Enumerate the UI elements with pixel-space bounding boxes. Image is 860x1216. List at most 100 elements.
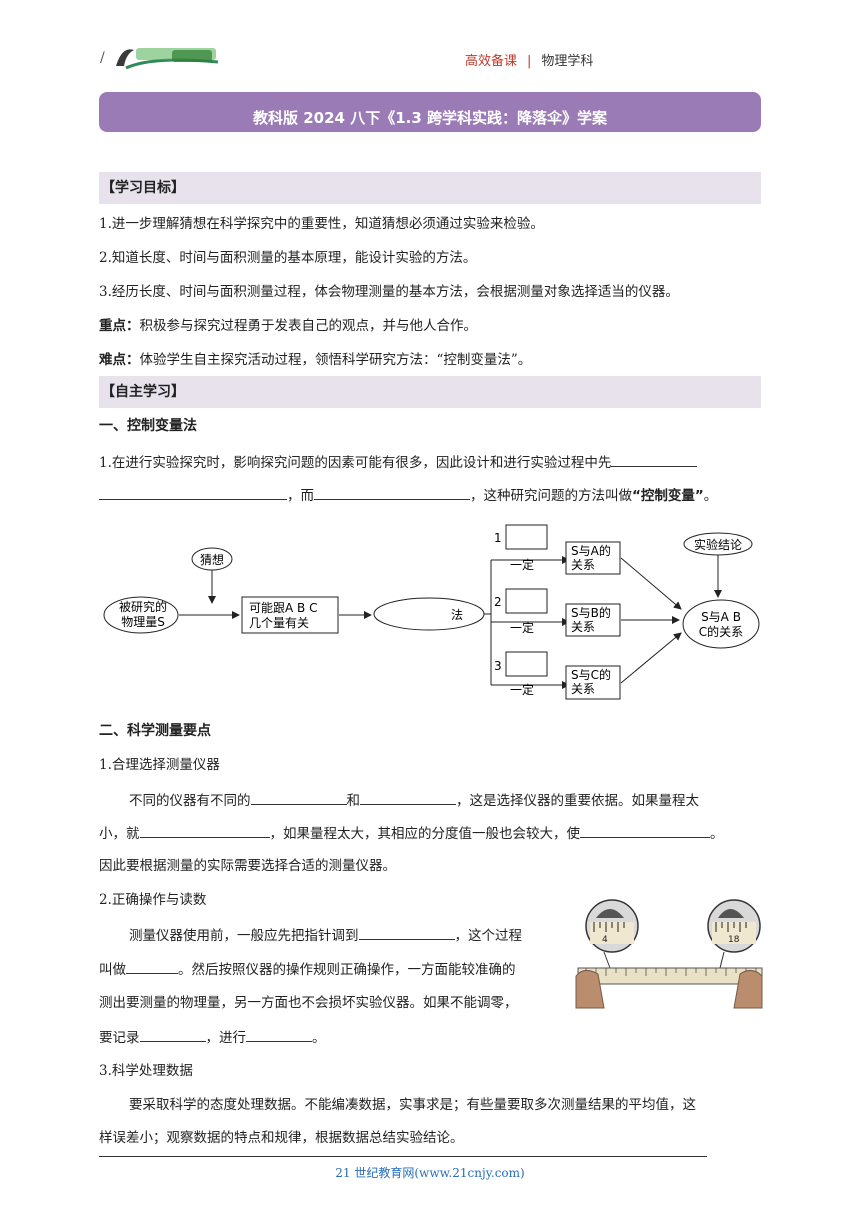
m1-text-f: 。: [710, 826, 724, 842]
fill-blank[interactable]: [246, 1027, 312, 1042]
key-point-text: 积极参与探究过程勇于发表自己的观点，并与他人合作。: [139, 318, 478, 334]
relation-box-b: [565, 603, 621, 637]
header-mark: /: [100, 50, 105, 66]
goal-item-3: 3.经历长度、时间与面积测量过程，体会物理测量的基本方法，会根据测量对象选择适当…: [99, 284, 679, 300]
m2-text-g: ，进行: [205, 1030, 247, 1046]
control-variable-diagram: 猜想 被研究的 物理量S 可能跟A B C 几个量有关 法 1 一定 S与A的 …: [103, 524, 760, 700]
relation-box-c: [565, 665, 621, 700]
cv-text-c: ，这种研究问题的方法叫做: [470, 488, 632, 504]
cv-text-a: 1.在进行实验探究时，影响探究问题的因素可能有很多，因此设计和进行实验过程中先: [99, 455, 612, 471]
fixed-label-1: 一定: [510, 557, 534, 572]
fill-blank[interactable]: [314, 485, 470, 500]
possible-factors-line-2: 几个量有关: [249, 616, 309, 630]
pointer-line: [603, 951, 611, 969]
left-hand: [575, 970, 605, 1009]
key-point: 重点：积极参与探究过程勇于发表自己的观点，并与他人合作。: [99, 316, 761, 336]
section-measurement: 二、科学测量要点: [99, 723, 211, 739]
branch-number-1: 1: [494, 531, 502, 545]
page-title: 教科版 2024 八下《1.3 跨学科实践：降落伞》学案: [99, 92, 761, 132]
section-control-variable: 一、控制变量法: [99, 418, 197, 434]
object-edge-left: [596, 909, 624, 918]
fill-blank[interactable]: [126, 959, 178, 974]
footer-rule: [99, 1156, 707, 1157]
arrow: [620, 557, 682, 610]
m2-text-c: 叫做: [99, 962, 126, 978]
key-point-label: 重点：: [99, 318, 140, 334]
branch-number-3: 3: [494, 659, 502, 673]
measure-sub-2: 2.正确操作与读数: [99, 892, 207, 908]
fixed-box-3[interactable]: [505, 651, 548, 677]
cv-term: “控制变量”: [632, 488, 704, 504]
final-relation-line-2: C的关系: [699, 624, 743, 639]
fill-blank[interactable]: [139, 823, 270, 838]
measure-para-3-line-2: 样误差小；观察数据的特点和规律，根据数据总结实验结论。: [99, 1130, 464, 1146]
control-variable-para-1: 1.在进行实验探究时，影响探究问题的因素可能有很多，因此设计和进行实验过程中先: [99, 452, 761, 473]
m2-text-b: ，这个过程: [454, 928, 523, 944]
ruler-reading-illustration: 4 18: [575, 899, 763, 1009]
branch-number-2: 2: [494, 595, 502, 609]
studied-quantity-node: [103, 596, 179, 634]
pointer-line: [719, 951, 725, 969]
header-tag-prep: 高效备课: [465, 54, 518, 69]
m2-text-d: 。然后按照仪器的操作规则正确操作，一方面能较准确的: [178, 962, 516, 978]
cv-text-b: ，而: [287, 488, 314, 504]
measure-para-3-line-1: 要采取科学的态度处理数据。不能编凑数据，实事求是；有些量要取多次测量结果的平均值…: [129, 1097, 696, 1113]
right-hand: [733, 970, 763, 1009]
m1-text-d: 小，就: [99, 826, 140, 842]
header-tag-subject: 物理学科: [541, 54, 594, 69]
brand-logo: [116, 48, 219, 70]
m1-text-a: 不同的仪器有不同的: [129, 793, 251, 809]
fill-blank[interactable]: [250, 790, 347, 805]
fill-blank[interactable]: [358, 925, 455, 940]
measure-para-2-line-3: 测出要测量的物理量，另一方面也不会损坏实验仪器。如果不能调零，: [99, 995, 518, 1011]
fill-blank[interactable]: [611, 452, 698, 467]
measure-para-2-line-2: 叫做 。然后按照仪器的操作规则正确操作，一方面能较准确的: [99, 959, 569, 980]
goals-bar: 【学习目标】: [99, 172, 761, 204]
fixed-label-2: 一定: [510, 620, 534, 635]
guess-label: 猜想: [200, 552, 224, 567]
studied-quantity-line-1: 被研究的: [119, 599, 167, 614]
measure-sub-3: 3.科学处理数据: [99, 1063, 193, 1079]
m1-text-b: 和: [346, 793, 361, 809]
cv-text-e: 。: [703, 488, 718, 504]
difficult-point: 难点：体验学生自主探究活动过程，领悟科学研究方法：“控制变量法”。: [99, 350, 761, 370]
relation-a-line-2: 关系: [571, 558, 595, 572]
goal-item-1: 1.进一步理解猜想在科学探究中的重要性，知道猜想必须通过实验来检验。: [99, 216, 544, 232]
measure-para-2-line-1: 测量仪器使用前，一般应先把指针调到，这个过程: [99, 925, 569, 946]
relation-b-line-1: S与B的: [571, 605, 611, 620]
fill-blank[interactable]: [99, 485, 287, 500]
method-label: 法: [451, 608, 463, 622]
header-separator: |: [527, 54, 532, 69]
possible-factors-line-1: 可能跟A B C: [249, 601, 317, 615]
fill-blank[interactable]: [360, 790, 456, 805]
ruler-reading-left: 4: [602, 935, 608, 945]
arrow: [620, 632, 682, 684]
final-relation-node: [682, 599, 760, 649]
fixed-box-2[interactable]: [505, 588, 548, 614]
fixed-box-1[interactable]: [505, 524, 548, 550]
possible-factors-box: [241, 596, 339, 634]
measure-para-1-line-2: 小，就 ，如果量程太大，其相应的分度值一般也会较大，使 。: [99, 823, 761, 844]
self-study-bar: 【自主学习】: [99, 376, 761, 408]
fixed-label-3: 一定: [510, 682, 534, 697]
ruler-zoom-left: [590, 922, 634, 944]
relation-c-line-2: 关系: [571, 682, 595, 696]
relation-box-a: [565, 541, 621, 575]
m2-text-h: 。: [312, 1030, 326, 1046]
footer-site[interactable]: 21 世纪教育网(www.21cnjy.com): [335, 1166, 525, 1180]
fill-blank[interactable]: [580, 823, 710, 838]
relation-b-line-2: 关系: [571, 620, 595, 634]
final-relation-line-1: S与A B: [701, 610, 741, 624]
ruler-reading-right: 18: [728, 935, 740, 945]
difficult-point-text: 体验学生自主探究活动过程，领悟科学研究方法：“控制变量法”。: [139, 352, 532, 368]
m1-text-e: ，如果量程太大，其相应的分度值一般也会较大，使: [269, 826, 581, 842]
measure-para-1-line-1: 不同的仪器有不同的和，这是选择仪器的重要依据。如果量程太: [99, 790, 761, 811]
measure-sub-1: 1.合理选择测量仪器: [99, 757, 220, 773]
conclusion-label: 实验结论: [694, 537, 742, 552]
fill-blank[interactable]: [139, 1027, 206, 1042]
measure-para-1-line-3: 因此要根据测量的实际需要选择合适的测量仪器。: [99, 858, 396, 874]
ruler-zoom-right: [712, 922, 756, 944]
header-right: 高效备课 | 物理学科: [465, 50, 593, 69]
measure-para-2-line-4: 要记录，进行。: [99, 1027, 569, 1048]
goal-item-2: 2.知道长度、时间与面积测量的基本原理，能设计实验的方法。: [99, 250, 477, 266]
